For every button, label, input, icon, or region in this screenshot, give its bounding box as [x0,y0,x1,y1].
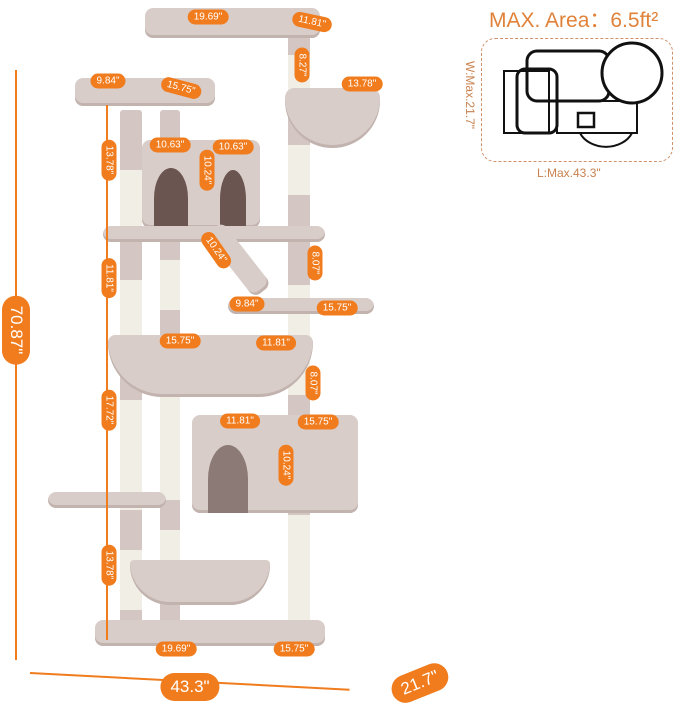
dim-label: 15.75" [316,300,358,316]
dim-label: 10.63" [149,137,191,153]
dim-label: 8.07" [305,365,321,401]
dim-label: 9.84" [90,73,126,89]
dim-label: 15.75" [297,414,339,430]
dim-label: 11.81" [256,335,296,351]
footprint-box [481,38,673,162]
dim-label: 13.78" [341,76,383,92]
max-area-title: MAX. Area：6.5ft² [489,9,659,32]
top-perch [145,8,320,38]
dim-label: 10.24" [278,444,294,486]
max-length-label: L:Max.43.3" [537,166,601,180]
dim-label: 10.63" [212,139,254,155]
total-height-label: 70.87" [2,295,30,365]
total-width-label: 21.7" [387,658,453,705]
dim-label: 17.72" [101,389,117,431]
dim-label: 19.69" [155,641,197,657]
footprint-icon [503,41,664,148]
dim-label: 9.84" [229,296,265,312]
height-line [15,70,17,660]
max-width-label: W:Max.21.7" [463,60,477,130]
bottom-hammock [130,560,270,605]
dim-label: 19.69" [187,9,229,25]
dim-label: 13.78" [101,544,117,586]
dim-label: 8.27" [294,47,310,83]
dim-label: 11.81" [101,258,117,298]
lower-condo [192,415,358,513]
total-length-label: 43.3" [160,673,220,701]
vertical-guide-left [106,105,108,640]
dim-label: 8.07" [307,245,323,281]
dim-label: 13.78" [101,139,117,181]
dim-label: 15.75" [159,333,201,349]
dim-label: 15.75" [273,641,315,657]
dim-label: 10.24" [199,149,215,191]
dim-label: 11.81" [220,413,260,429]
